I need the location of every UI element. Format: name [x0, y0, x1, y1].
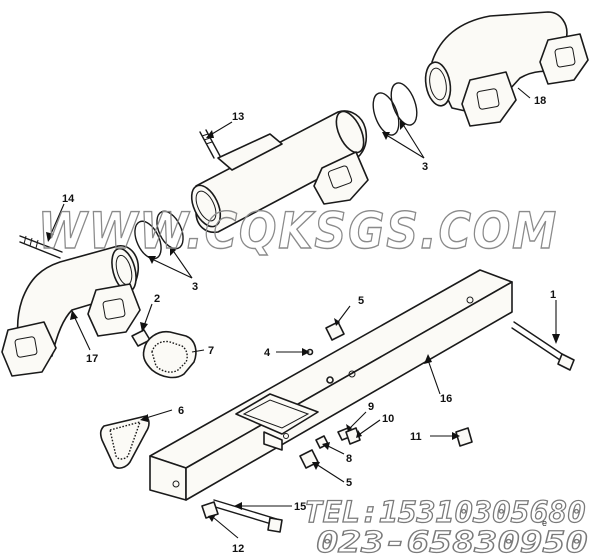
contact-phone-number: 023-65830950	[316, 525, 588, 559]
callout-12: 12	[232, 543, 244, 555]
center-manifold-section	[190, 110, 369, 234]
website-watermark: WWW.CQKSGS.COM	[38, 202, 558, 260]
part-12-nut	[201, 501, 219, 519]
callout-3-upper: 3	[422, 161, 428, 173]
callout-3-middle: 3	[192, 281, 198, 293]
callout-16: 16	[440, 393, 452, 405]
part-14-stud	[19, 235, 63, 259]
part-3-seal-rings-middle	[134, 210, 184, 260]
callout-10: 10	[382, 413, 394, 425]
part-15-stud	[211, 499, 283, 533]
leader-lines	[46, 87, 560, 539]
corner-mark: e	[542, 518, 547, 528]
callout-2: 2	[154, 293, 160, 305]
part-3-seal-rings-upper	[372, 82, 418, 136]
part-6-gasket	[99, 415, 150, 469]
part-17-front-elbow	[1, 245, 141, 377]
part-11-plug	[455, 427, 473, 447]
part-18-rear-elbow	[424, 11, 589, 127]
callout-1: 1	[550, 289, 556, 301]
part-7-gasket	[142, 330, 197, 379]
part-1-stud	[511, 321, 575, 371]
callout-4: 4	[264, 347, 271, 359]
part-5-nut-upper	[325, 321, 345, 341]
callout-11: 11	[410, 431, 422, 443]
callout-5-upper: 5	[358, 295, 364, 307]
callout-7: 7	[208, 345, 214, 357]
callout-labels: 1 2 3 3 4 5 5 6 7 8 9 10 11 12 13 14 15 …	[62, 95, 556, 555]
callout-5-lower: 5	[346, 477, 352, 489]
callout-14: 14	[62, 193, 75, 205]
callout-17: 17	[86, 353, 98, 365]
part-16-support-rail	[149, 269, 513, 501]
part-4-washer-upper	[326, 376, 334, 384]
callout-8: 8	[346, 453, 352, 465]
callout-6: 6	[178, 405, 184, 417]
contact-telephone: TEL:15310305680	[304, 495, 586, 529]
callout-13: 13	[232, 111, 244, 123]
callout-15: 15	[294, 501, 306, 513]
part-10-bolt	[345, 427, 361, 445]
part-13-stud	[199, 129, 221, 159]
callout-18: 18	[534, 95, 546, 107]
callout-9: 9	[368, 401, 374, 413]
